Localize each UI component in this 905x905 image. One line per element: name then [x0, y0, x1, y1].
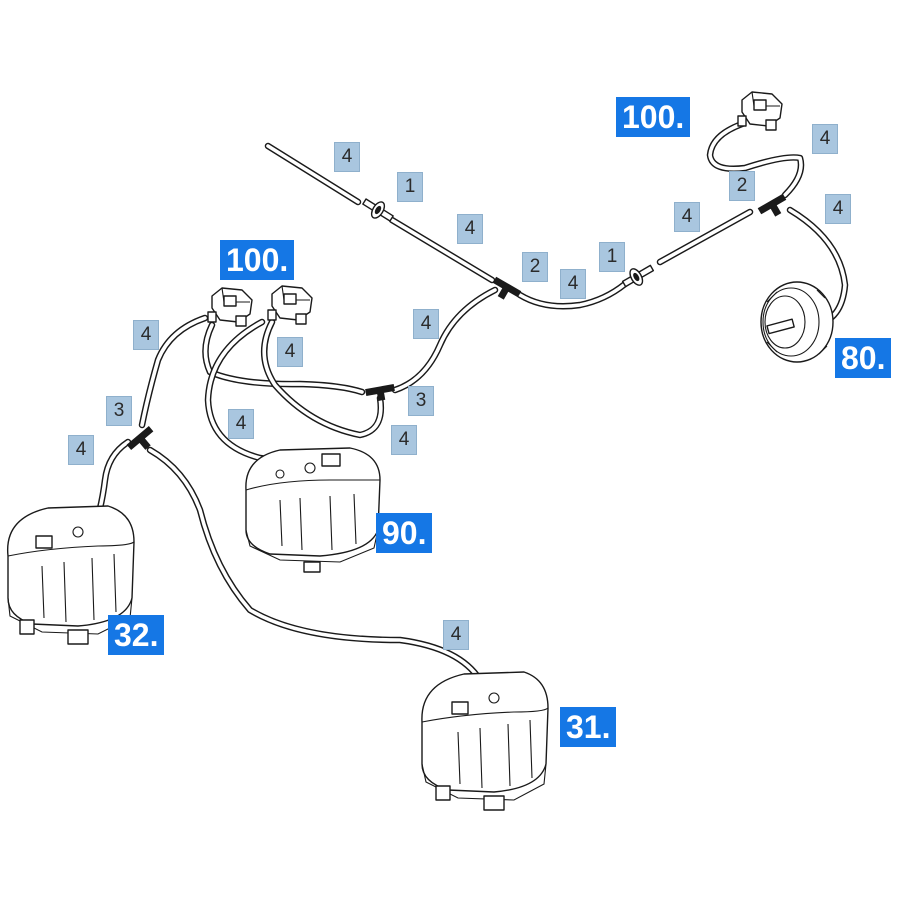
hose-label: 4: [228, 409, 254, 439]
fitting-label: 2: [729, 171, 755, 201]
tank-assembly-31: [421, 671, 549, 811]
fitting-label: 1: [397, 172, 423, 202]
hose-label: 4: [334, 142, 360, 172]
hose-label: 4: [391, 425, 417, 455]
assembly-label: 100.: [616, 97, 691, 137]
hose-mid-valve: [260, 318, 385, 439]
valve-assembly-left-a: [207, 287, 253, 327]
assembly-label: 31.: [560, 707, 617, 747]
assembly-label: 32.: [108, 615, 165, 655]
hose-label: 4: [674, 202, 700, 232]
nozzle-fitting-1a: [362, 198, 394, 222]
hose-label: 4: [560, 269, 586, 299]
vacuum-pump-80: [760, 281, 834, 363]
hose-right-upper: [656, 208, 754, 266]
hose-center-diag: [391, 286, 499, 394]
hose-right-loop: [706, 120, 805, 199]
hose-label: 4: [457, 214, 483, 244]
fitting-label: 3: [106, 396, 132, 426]
tee-fitting-3a: [365, 384, 395, 401]
hose-label: 4: [277, 337, 303, 367]
assembly-label: 100.: [220, 240, 295, 280]
hose-label: 4: [825, 194, 851, 224]
fitting-label: 1: [599, 242, 625, 272]
hose-label: 4: [812, 124, 838, 154]
fitting-label: 2: [522, 252, 548, 282]
hose-top-mid: [388, 216, 496, 284]
hose-label: 4: [133, 320, 159, 350]
assembly-label: 80.: [835, 338, 892, 378]
hose-to-90: [204, 318, 334, 467]
fitting-label: 3: [408, 386, 434, 416]
tee-fitting-3b: [126, 425, 154, 451]
hose-label: 4: [443, 620, 469, 650]
tee-fitting-2a: [492, 276, 522, 300]
hose-top-left: [264, 142, 362, 206]
tank-assembly-32: [7, 505, 135, 645]
assembly-label: 90.: [376, 513, 433, 553]
hose-network: [84, 120, 849, 709]
tank-assembly-90: [245, 447, 381, 573]
valve-assembly-right: [737, 91, 783, 131]
hose-label: 4: [68, 435, 94, 465]
hose-mid-right: [516, 280, 629, 310]
nozzle-fitting-1b: [621, 264, 655, 288]
hose-left-valve: [202, 321, 366, 396]
hose-label: 4: [413, 309, 439, 339]
valve-assembly-left-b: [267, 285, 313, 325]
tee-fitting-2b: [757, 193, 787, 217]
hose-left-top: [138, 314, 209, 429]
